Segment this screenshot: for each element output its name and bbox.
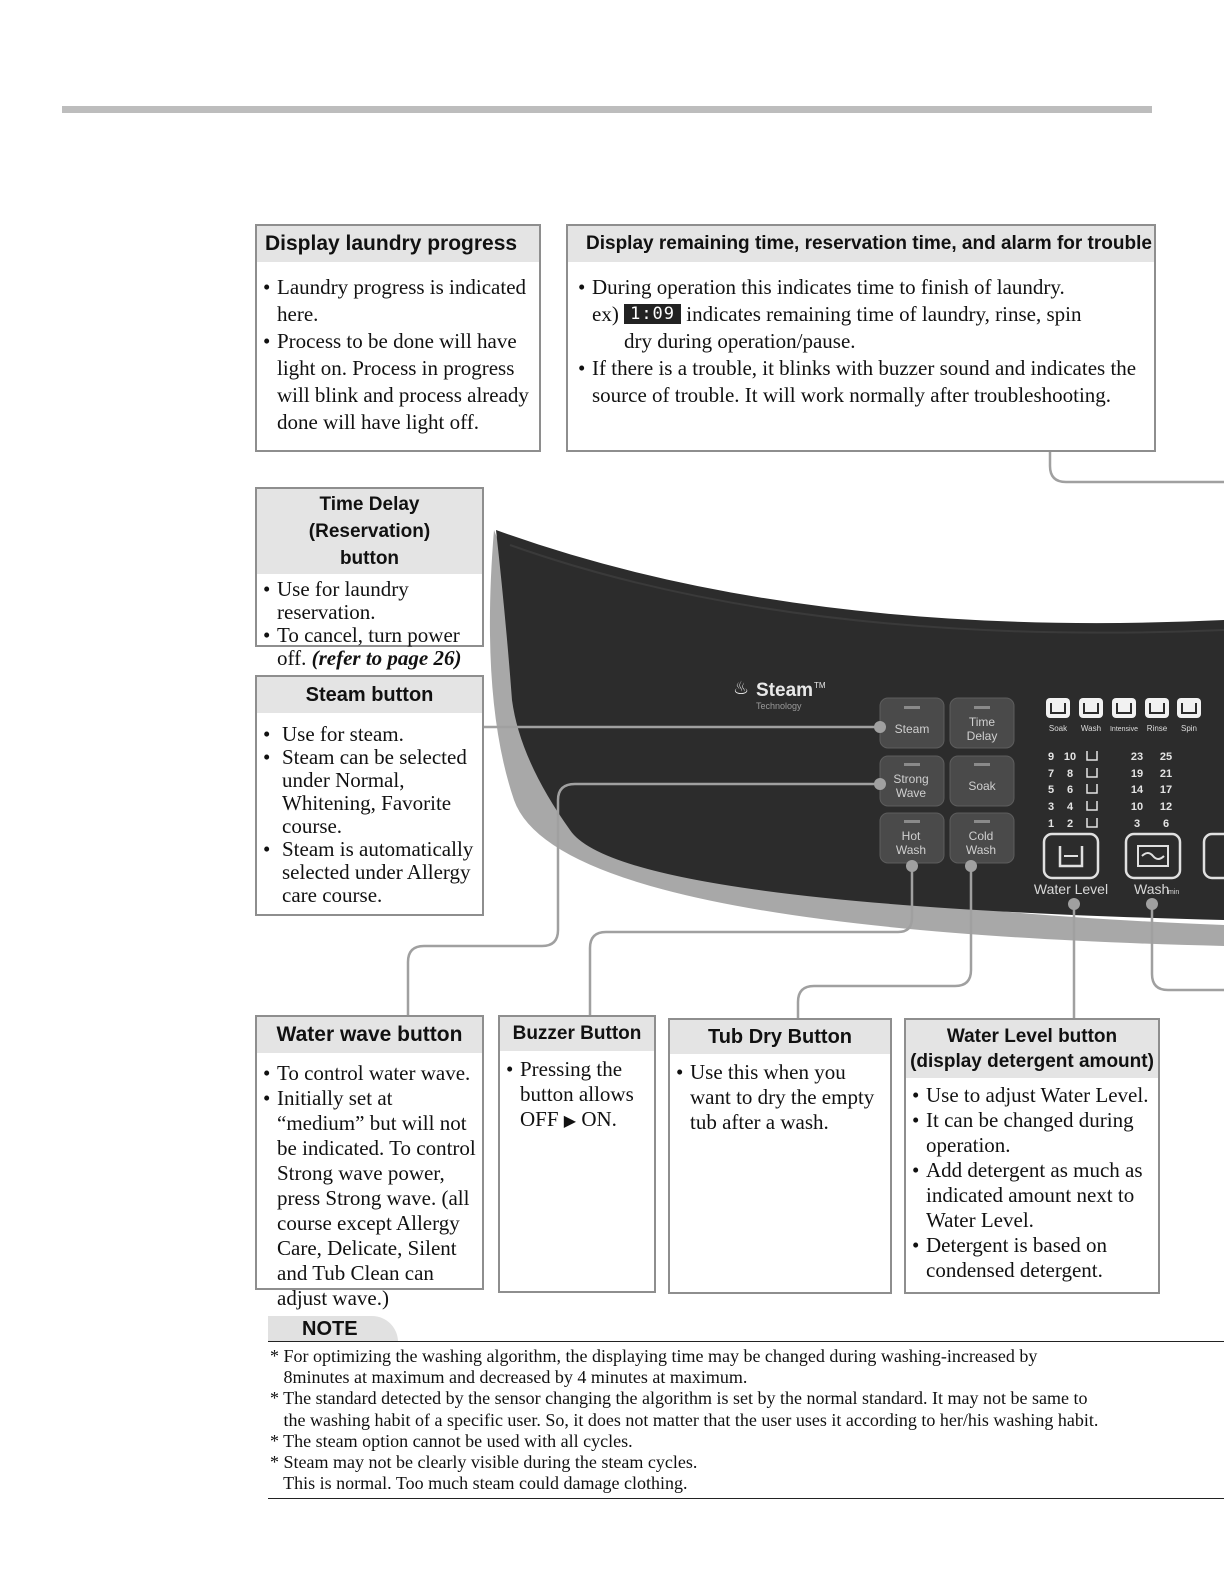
buzzer-title: Buzzer Button — [500, 1017, 654, 1051]
time-delay-item: To cancel, turn power off. (refer to pag… — [257, 624, 482, 670]
water-level-item: It can be changed during operation. — [906, 1108, 1158, 1158]
buzzer-box: Buzzer Button Pressing the button allows… — [498, 1015, 656, 1293]
remaining-time-box: Display remaining time, reservation time… — [566, 224, 1156, 452]
note-line: * The steam option cannot be used with a… — [270, 1431, 1098, 1452]
callout-line-buzzer — [590, 866, 912, 1015]
note-line: 8minutes at maximum and decreased by 4 m… — [270, 1367, 1098, 1388]
tub-dry-box: Tub Dry Button Use this when you want to… — [668, 1018, 892, 1294]
note-line: the washing habit of a specific user. So… — [270, 1410, 1098, 1431]
note-bottom-rule — [268, 1498, 1224, 1499]
steam-box: Steam button Use for steam. Steam can be… — [255, 675, 484, 916]
time-delay-title-line-2: button — [257, 545, 482, 572]
water-level-item: Detergent is based on condensed detergen… — [906, 1233, 1158, 1283]
remaining-item: • During operation this indicates time t… — [576, 274, 1146, 301]
callout-dot-cold-wash — [965, 860, 977, 872]
lcd-example: 1:09 — [624, 304, 681, 324]
remaining-time-title: Display remaining time, reservation time… — [568, 226, 1154, 262]
water-wave-title: Water wave button — [257, 1017, 482, 1053]
remaining-line-3: dry during operation/pause. — [576, 328, 1146, 355]
remaining-example: ex) 1:09 indicates remaining time of lau… — [576, 301, 1146, 328]
note-lines: * For optimizing the washing algorithm, … — [270, 1346, 1098, 1494]
time-delay-item: Use for laundry reservation. — [257, 578, 482, 624]
remaining-line-4: If there is a trouble, it blinks with bu… — [592, 356, 1136, 407]
steam-item: Steam can be selected under Normal, Whit… — [257, 746, 482, 838]
callout-line-display — [1050, 452, 1224, 482]
buzzer-text-end: ON. — [581, 1107, 617, 1131]
time-delay-title: Time Delay (Reservation) button — [257, 489, 482, 574]
note-line: This is normal. Too much steam could dam… — [270, 1473, 1098, 1494]
steam-title: Steam button — [257, 677, 482, 713]
water-level-title-line-2: (display detergent amount) — [906, 1049, 1158, 1074]
time-delay-title-line-1: Time Delay (Reservation) — [257, 491, 482, 545]
callout-dot-strong-wave — [874, 778, 886, 790]
steam-item: Use for steam. — [257, 723, 482, 746]
remaining-line-1: During operation this indicates time to … — [592, 275, 1065, 299]
note-top-rule — [268, 1341, 1224, 1342]
water-level-title: Water Level button (display detergent am… — [906, 1020, 1158, 1078]
callout-dot-water-level — [1068, 898, 1080, 910]
water-wave-item: Initially set at “medium” but will not b… — [257, 1086, 482, 1311]
callout-line-tub-dry — [798, 866, 971, 1018]
callout-line-wash — [1152, 904, 1224, 990]
tub-dry-title: Tub Dry Button — [670, 1020, 890, 1054]
steam-item: Steam is automatically selected under Al… — [257, 838, 482, 907]
example-prefix: ex) — [592, 302, 619, 326]
note-line: * The standard detected by the sensor ch… — [270, 1388, 1098, 1409]
water-level-box: Water Level button (display detergent am… — [904, 1018, 1160, 1294]
callout-dot-hot-wash — [906, 860, 918, 872]
note-line: * For optimizing the washing algorithm, … — [270, 1346, 1098, 1367]
progress-title: Display laundry progress — [257, 226, 539, 262]
water-level-title-line-1: Water Level button — [906, 1024, 1158, 1049]
page-reference: (refer to page 26) — [312, 646, 462, 670]
water-wave-box: Water wave button To control water wave.… — [255, 1015, 484, 1290]
water-level-item: Use to adjust Water Level. — [906, 1083, 1158, 1108]
progress-box: Display laundry progress Laundry progres… — [255, 224, 541, 452]
progress-item: Laundry progress is indicated here. — [257, 274, 537, 328]
callout-dot-wash — [1146, 898, 1158, 910]
tub-dry-item: Use this when you want to dry the empty … — [670, 1060, 884, 1135]
note-line: * Steam may not be clearly visible durin… — [270, 1452, 1098, 1473]
remaining-item: • If there is a trouble, it blinks with … — [576, 355, 1146, 409]
time-delay-box: Time Delay (Reservation) button Use for … — [255, 487, 484, 647]
water-wave-item: To control water wave. — [257, 1061, 482, 1086]
example-suffix: indicates remaining time of laundry, rin… — [686, 302, 1081, 326]
callout-dot-steam — [874, 721, 886, 733]
progress-item: Process to be done will have light on. P… — [257, 328, 537, 436]
arrow-right-icon: ▶ — [564, 1113, 576, 1130]
note-heading: NOTE — [268, 1316, 398, 1342]
water-level-item: Add detergent as much as indicated amoun… — [906, 1158, 1158, 1233]
buzzer-item: Pressing the button allows OFF ▶ ON. — [500, 1057, 654, 1134]
